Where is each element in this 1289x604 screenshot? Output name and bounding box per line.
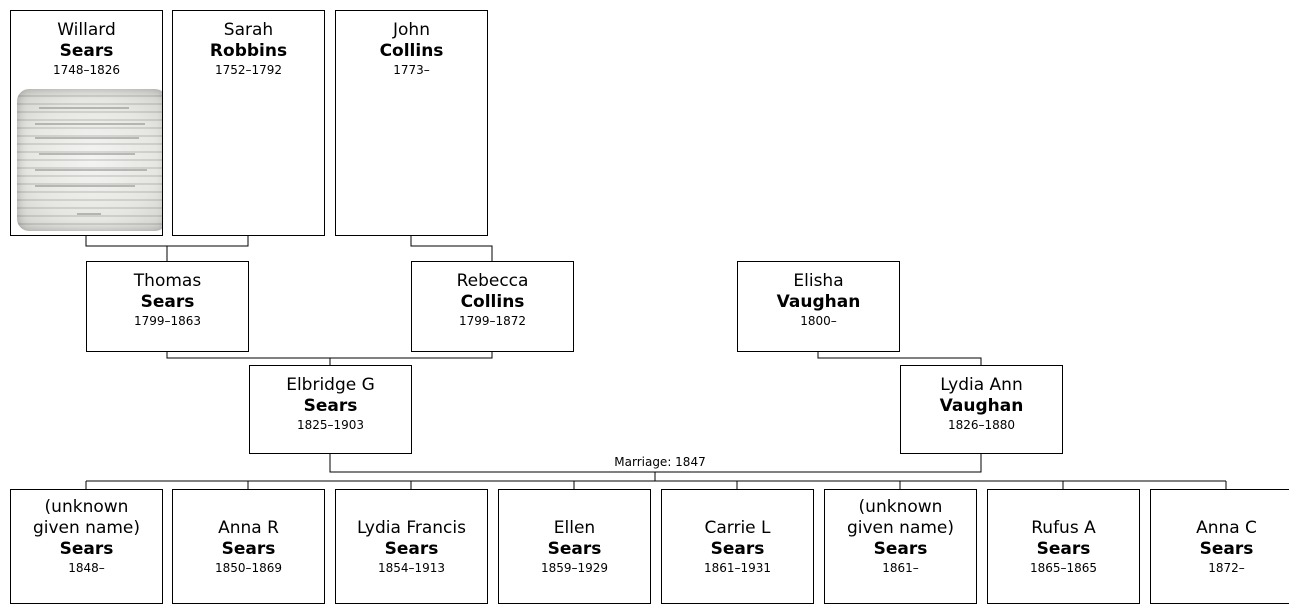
given-name-line2: Lydia Francis	[357, 518, 466, 538]
given-name: Elbridge G	[286, 375, 375, 395]
given-name-line1: (unknown	[858, 497, 943, 517]
given-name-line1	[336, 497, 487, 518]
person-lydia-ann-vaughan[interactable]: Lydia Ann Vaughan 1826–1880	[900, 365, 1063, 454]
connector-willard-sarah	[85, 236, 249, 247]
surname: Collins	[379, 41, 444, 61]
surname: Collins	[460, 292, 525, 312]
person-elbridge-sears[interactable]: Elbridge G Sears 1825–1903	[249, 365, 412, 454]
life-dates: 1861–	[882, 561, 919, 575]
given-name-line1	[1151, 497, 1289, 518]
given-name: Sarah	[223, 20, 274, 40]
surname: Sears	[221, 539, 276, 559]
surname: Sears	[873, 539, 928, 559]
given-name-line2: Carrie L	[704, 518, 771, 538]
surname: Vaughan	[939, 396, 1024, 416]
surname: Sears	[1199, 539, 1254, 559]
given-name: Willard	[57, 20, 116, 40]
life-dates: 1854–1913	[377, 561, 446, 575]
person-elisha-vaughan[interactable]: Elisha Vaughan 1800–	[737, 261, 900, 352]
given-name-line2: given name)	[846, 518, 955, 538]
life-dates: 1850–1869	[214, 561, 283, 575]
child-card[interactable]: Carrie L Sears 1861–1931	[661, 489, 814, 604]
given-name-line1: (unknown	[44, 497, 129, 517]
given-name-line2: given name)	[32, 518, 141, 538]
given-name-line1	[499, 497, 650, 518]
given-name: Elisha	[793, 271, 844, 291]
person-willard-sears[interactable]: Willard Sears 1748–1826	[10, 10, 163, 236]
person-thomas-sears[interactable]: Thomas Sears 1799–1863	[86, 261, 249, 352]
surname: Sears	[59, 539, 114, 559]
person-john-collins[interactable]: John Collins 1773–	[335, 10, 488, 236]
child-card[interactable]: (unknown given name) Sears 1848–	[10, 489, 163, 604]
life-dates: 1800–	[800, 314, 837, 328]
life-dates: 1825–1903	[296, 418, 365, 432]
life-dates: 1848–	[68, 561, 105, 575]
life-dates: 1861–1931	[703, 561, 772, 575]
life-dates: 1773–	[393, 63, 430, 77]
given-name-line2: Rufus A	[1031, 518, 1096, 538]
life-dates: 1799–1872	[458, 314, 527, 328]
person-rebecca-collins[interactable]: Rebecca Collins 1799–1872	[411, 261, 574, 352]
document-photo	[17, 89, 162, 231]
given-name-line1	[988, 497, 1139, 518]
child-card[interactable]: Rufus A Sears 1865–1865	[987, 489, 1140, 604]
given-name-line2: Ellen	[553, 518, 596, 538]
given-name: Thomas	[133, 271, 202, 291]
life-dates: 1752–1792	[214, 63, 283, 77]
surname: Sears	[710, 539, 765, 559]
life-dates: 1872–	[1208, 561, 1245, 575]
given-name: Rebecca	[456, 271, 529, 291]
child-card[interactable]: Anna C Sears 1872–	[1150, 489, 1289, 604]
connector-elisha-lydia	[817, 352, 982, 365]
surname: Sears	[59, 41, 114, 61]
given-name: John	[393, 20, 430, 40]
given-name-line2: Anna R	[218, 518, 279, 538]
surname: Robbins	[209, 41, 288, 61]
surname: Sears	[140, 292, 195, 312]
given-name-line1	[662, 497, 813, 518]
given-name-line1	[173, 497, 324, 518]
surname: Sears	[303, 396, 358, 416]
surname: Vaughan	[776, 292, 861, 312]
life-dates: 1826–1880	[947, 418, 1016, 432]
connector-john-rebecca	[410, 236, 493, 261]
given-name-line2: Anna C	[1196, 518, 1257, 538]
surname: Sears	[547, 539, 602, 559]
surname: Sears	[384, 539, 439, 559]
connector-thomas-rebecca	[166, 352, 493, 359]
given-name: Lydia Ann	[940, 375, 1023, 395]
surname: Sears	[1036, 539, 1091, 559]
life-dates: 1748–1826	[52, 63, 121, 77]
life-dates: 1799–1863	[133, 314, 202, 328]
marriage-label: Marriage: 1847	[614, 455, 706, 469]
life-dates: 1865–1865	[1029, 561, 1098, 575]
child-card[interactable]: Lydia Francis Sears 1854–1913	[335, 489, 488, 604]
life-dates: 1859–1929	[540, 561, 609, 575]
child-card[interactable]: Ellen Sears 1859–1929	[498, 489, 651, 604]
child-card[interactable]: Anna R Sears 1850–1869	[172, 489, 325, 604]
person-sarah-robbins[interactable]: Sarah Robbins 1752–1792	[172, 10, 325, 236]
child-card[interactable]: (unknown given name) Sears 1861–	[824, 489, 977, 604]
